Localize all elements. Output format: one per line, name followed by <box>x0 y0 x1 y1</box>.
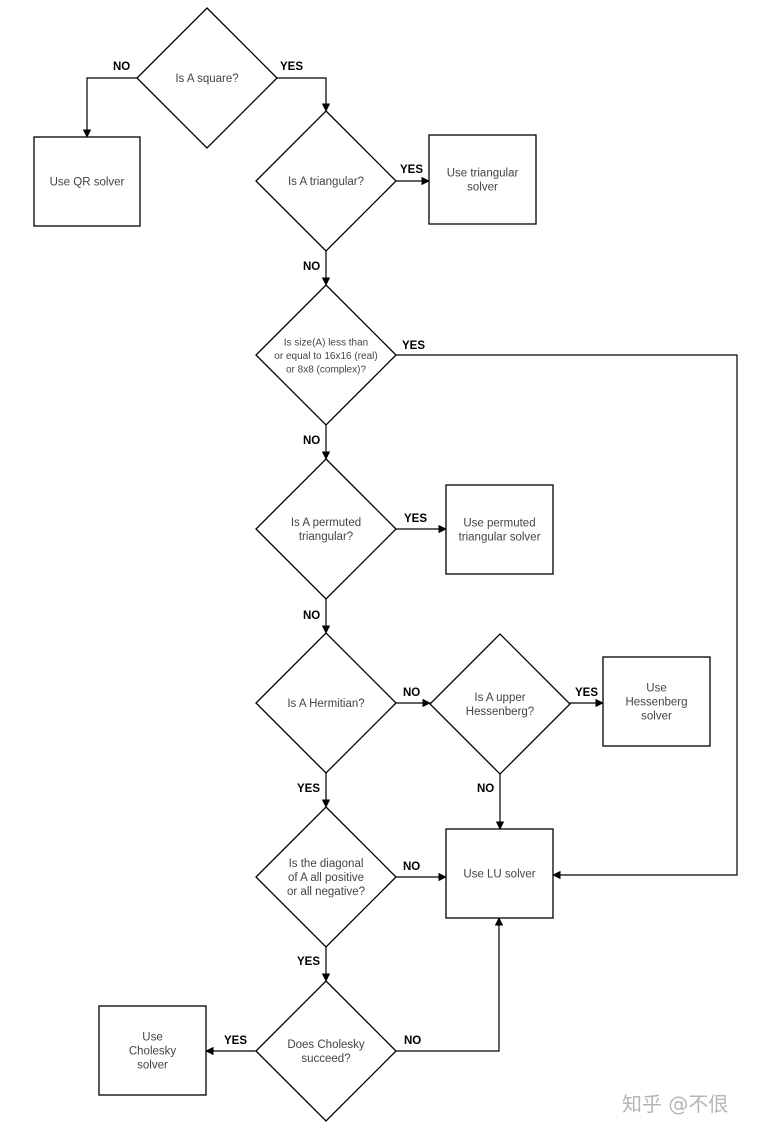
is-upper-hessenberg-text-line-2: Hessenberg? <box>466 706 534 718</box>
edge-label-no: NO <box>303 435 320 447</box>
edge-label-yes: YES <box>297 956 320 968</box>
cholesky-solver-text-line-2: Cholesky <box>129 1046 177 1058</box>
edge-label-no: NO <box>303 261 320 273</box>
edge-label-no: NO <box>404 1035 421 1047</box>
hessenberg-solver-text-line-2: Hessenberg <box>625 697 687 709</box>
decision-diamond <box>255 458 397 600</box>
permuted-triangular-solver-text-line-2: triangular solver <box>459 532 541 544</box>
is-small-text-line-3: or 8x8 (complex)? <box>286 365 366 376</box>
decision-diamond <box>255 110 397 252</box>
edge-label-yes: YES <box>404 513 427 525</box>
is-diag-same-sign-text-line-1: Is the diagonal <box>289 858 364 870</box>
is-triangular-text-line-1: Is A triangular? <box>288 176 364 188</box>
decision-is-triangular: Is A triangular? <box>255 110 397 252</box>
edge-label-yes: YES <box>575 687 598 699</box>
process-box <box>428 134 537 225</box>
hessenberg-solver-text-line-3: solver <box>641 711 672 723</box>
is-upper-hessenberg-text-line-1: Is A upper <box>474 692 525 704</box>
edge-label-no: NO <box>113 61 130 73</box>
edges-layer <box>82 77 738 1056</box>
hessenberg-solver-text-line-1: Use <box>646 683 666 695</box>
does-cholesky-succeed-text-line-2: succeed? <box>301 1053 350 1065</box>
does-cholesky-succeed-text-line-1: Does Cholesky <box>287 1039 365 1051</box>
is-permuted-triangular-text-line-1: Is A permuted <box>291 517 361 529</box>
triangular-solver-text-line-1: Use triangular <box>447 168 519 180</box>
edge-label-yes: YES <box>400 164 423 176</box>
process-lu-solver: Use LU solver <box>445 828 554 919</box>
decision-diamond <box>255 806 397 948</box>
process-box <box>602 656 711 747</box>
lu-solver-text-line-1: Use LU solver <box>463 869 535 881</box>
decision-diamond <box>255 632 397 774</box>
is-small-text-line-2: or equal to 16x16 (real) <box>274 351 377 362</box>
cholesky-solver-text-line-3: solver <box>137 1060 168 1072</box>
qr-solver-text-line-1: Use QR solver <box>50 177 125 189</box>
process-box <box>98 1005 207 1096</box>
triangular-solver-text-line-2: solver <box>467 182 498 194</box>
cholesky-solver-text-line-1: Use <box>142 1032 162 1044</box>
edge-labels-layer: NO YES YES NO YES NO YES NO NO YES NO YES NO YES YES NO <box>113 61 598 1047</box>
decision-diamond <box>255 284 397 426</box>
decision-diamond <box>255 980 397 1122</box>
decision-does-cholesky-succeed: Does Cholesky succeed? <box>255 980 397 1122</box>
is-diag-same-sign-text-line-3: or all negative? <box>287 886 365 898</box>
is-diag-same-sign-text-line-2: of A all positive <box>288 872 364 884</box>
decision-is-hermitian: Is A Hermitian? <box>255 632 397 774</box>
is-hermitian-text-line-1: Is A Hermitian? <box>287 698 364 710</box>
decision-is-permuted-triangular: Is A permuted triangular? <box>255 458 397 600</box>
process-triangular-solver: Use triangular solver <box>428 134 537 225</box>
edge-does-cholesky-succeed-to-lu-solver <box>396 917 504 1052</box>
decision-is-small: Is size(A) less than or equal to 16x16 (r… <box>255 284 397 426</box>
process-box <box>445 828 554 919</box>
edge-label-no: NO <box>477 783 494 795</box>
decision-diamond <box>429 633 571 775</box>
is-permuted-triangular-text-line-2: triangular? <box>299 531 353 543</box>
watermark-text: 知乎 @不佷 <box>622 1092 728 1116</box>
decision-diamond <box>136 7 278 149</box>
edge-label-yes: YES <box>402 340 425 352</box>
edge-label-no: NO <box>303 610 320 622</box>
process-box <box>33 136 141 227</box>
process-permuted-triangular-solver: Use permuted triangular solver <box>445 484 554 575</box>
edge-label-no: NO <box>403 687 420 699</box>
edge-is-small-to-lu-solver <box>396 354 738 880</box>
is-square-text-line-1: Is A square? <box>175 73 238 85</box>
permuted-triangular-solver-text-line-1: Use permuted <box>463 518 535 530</box>
process-qr-solver: Use QR solver <box>33 136 141 227</box>
process-box <box>445 484 554 575</box>
edge-label-no: NO <box>403 861 420 873</box>
edge-is-square-to-is-triangular <box>277 77 331 112</box>
edge-label-yes: YES <box>224 1035 247 1047</box>
edge-is-square-to-qr-solver <box>82 77 137 138</box>
nodes-layer: Is A square? Use QR solver Is A triangular… <box>33 7 711 1122</box>
edge-label-yes: YES <box>280 61 303 73</box>
decision-is-square: Is A square? <box>136 7 278 149</box>
decision-is-diag-same-sign: Is the diagonal of A all positive or all n… <box>255 806 397 948</box>
edge-label-yes: YES <box>297 783 320 795</box>
is-small-text-line-1: Is size(A) less than <box>284 338 368 349</box>
